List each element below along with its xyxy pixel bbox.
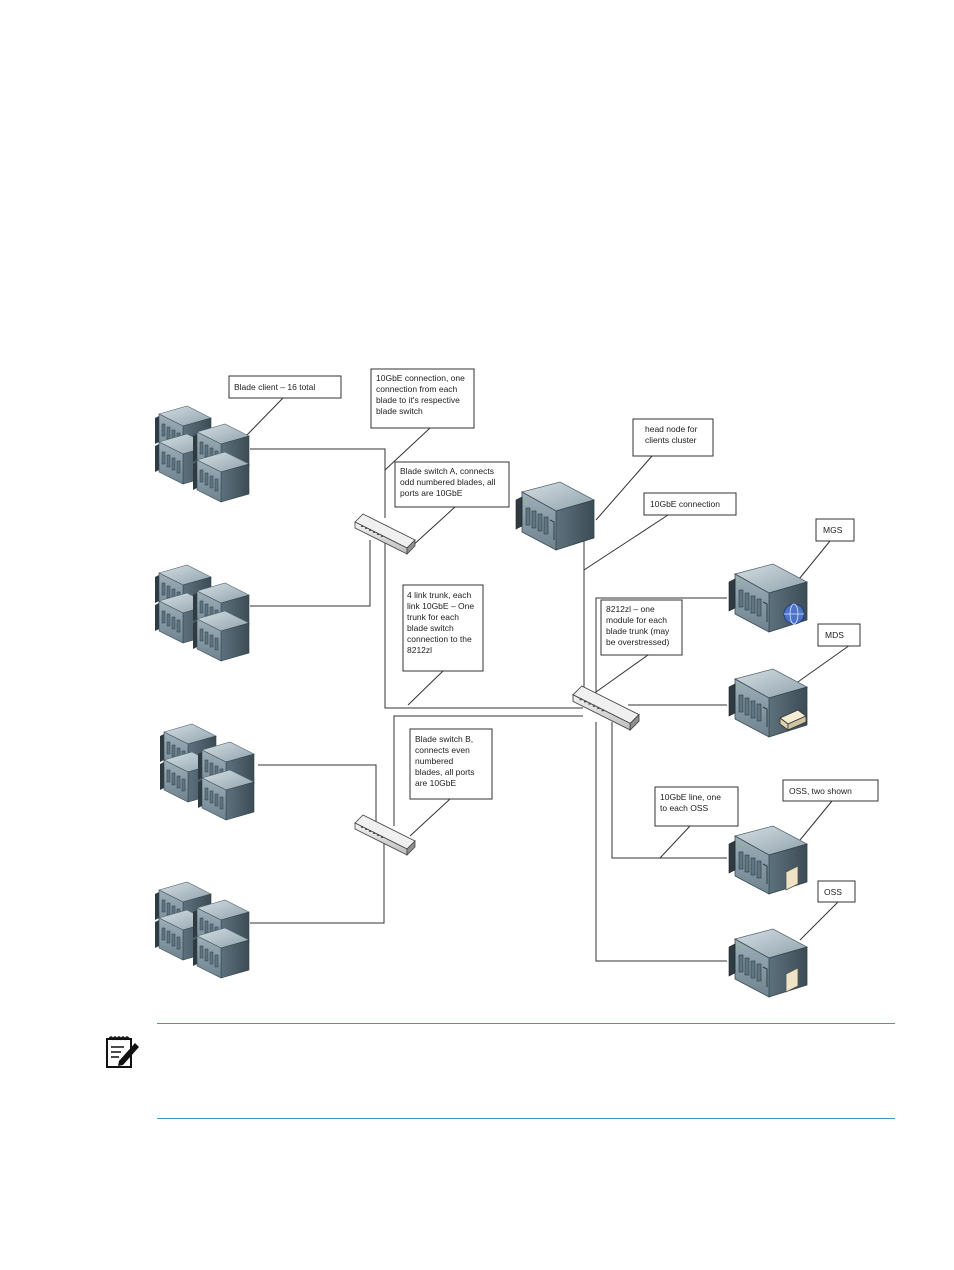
svg-text:numbered: numbered bbox=[415, 756, 454, 766]
blade-enclosure-group-2 bbox=[155, 565, 249, 661]
svg-text:connection to the: connection to the bbox=[407, 634, 472, 644]
svg-text:blades, all ports: blades, all ports bbox=[415, 767, 475, 777]
svg-text:OSS, two shown: OSS, two shown bbox=[789, 786, 852, 796]
callout-oss-two-shown: OSS, two shown bbox=[782, 779, 879, 802]
callout-oss: OSS bbox=[817, 880, 856, 903]
callout-leaders bbox=[244, 397, 851, 941]
note-bottom-rule bbox=[157, 1118, 895, 1119]
link-blade-group-1 bbox=[250, 448, 386, 518]
svg-text:8212zl – one: 8212zl – one bbox=[606, 604, 655, 614]
note-top-rule bbox=[157, 1023, 895, 1024]
svg-text:link 10GbE – One: link 10GbE – One bbox=[407, 601, 474, 611]
storage-disk-icon bbox=[785, 865, 799, 891]
callout-head-node: head node for clients cluster bbox=[632, 418, 714, 457]
svg-text:Blade switch A, connects: Blade switch A, connects bbox=[400, 466, 494, 476]
svg-text:blade switch: blade switch bbox=[407, 623, 454, 633]
svg-text:Blade switch B,: Blade switch B, bbox=[415, 734, 473, 744]
callout-blade-switch-a: Blade switch A, connects odd numbered bl… bbox=[394, 461, 510, 508]
link-blade-group-4 bbox=[250, 842, 385, 924]
link-core-to-oss-1 bbox=[611, 722, 727, 859]
blade-switch-b bbox=[354, 814, 416, 856]
svg-text:4 link trunk, each: 4 link trunk, each bbox=[407, 590, 472, 600]
trunk-switch-b-to-core bbox=[393, 715, 583, 826]
svg-text:trunk for each: trunk for each bbox=[407, 612, 459, 622]
link-core-to-oss-2 bbox=[595, 722, 727, 962]
link-core-to-mgs bbox=[595, 597, 727, 693]
svg-text:blade trunk (may: blade trunk (may bbox=[606, 626, 670, 636]
database-icon bbox=[779, 709, 807, 731]
link-blade-group-2 bbox=[250, 540, 371, 607]
svg-text:ports are 10GbE: ports are 10GbE bbox=[400, 488, 463, 498]
svg-text:be overstressed): be overstressed) bbox=[606, 637, 669, 647]
blade-enclosure-group-3 bbox=[160, 724, 254, 820]
link-blade-group-3 bbox=[258, 764, 377, 826]
svg-text:OSS: OSS bbox=[824, 887, 842, 897]
svg-text:blade switch: blade switch bbox=[376, 406, 423, 416]
svg-text:head node for: head node for bbox=[645, 424, 698, 434]
callout-mds: MDS bbox=[817, 623, 861, 647]
svg-text:connection from each: connection from each bbox=[376, 384, 458, 394]
callout-mgs: MGS bbox=[815, 518, 855, 542]
head-node-server bbox=[515, 481, 595, 551]
blade-enclosure-group-4 bbox=[155, 882, 249, 978]
svg-text:blade to it's respective: blade to it's respective bbox=[376, 395, 460, 405]
globe-icon bbox=[783, 603, 805, 625]
note-pencil-icon bbox=[106, 1036, 139, 1068]
svg-text:10GbE connection: 10GbE connection bbox=[650, 499, 720, 509]
svg-text:10GbE connection, one: 10GbE connection, one bbox=[376, 373, 465, 383]
callout-head-10gbe: 10GbE connection bbox=[643, 492, 737, 516]
svg-text:8212zl: 8212zl bbox=[407, 645, 432, 655]
callout-trunk: 4 link trunk, each link 10GbE – One trun… bbox=[402, 584, 484, 672]
storage-disk-icon bbox=[785, 967, 799, 993]
callout-oss-line: 10GbE line, one to each OSS bbox=[654, 786, 739, 827]
callout-10gbe-connection: 10GbE connection, one connection from ea… bbox=[370, 368, 475, 429]
connection-lines bbox=[250, 448, 727, 962]
callout-8212zl: 8212zl – one module for each blade trunk… bbox=[600, 599, 683, 656]
callout-blade-client: Blade client – 16 total bbox=[228, 375, 342, 399]
svg-text:are 10GbE: are 10GbE bbox=[415, 778, 456, 788]
callout-blade-switch-b: Blade switch B, connects even numbered b… bbox=[409, 728, 493, 800]
blade-enclosure-group-1 bbox=[155, 406, 249, 502]
svg-text:MGS: MGS bbox=[823, 525, 843, 535]
svg-text:connects even: connects even bbox=[415, 745, 470, 755]
svg-text:10GbE line, one: 10GbE line, one bbox=[660, 792, 721, 802]
svg-text:to each OSS: to each OSS bbox=[660, 803, 709, 813]
svg-text:module for each: module for each bbox=[606, 615, 667, 625]
trunk-switch-a-to-core bbox=[384, 540, 583, 709]
svg-text:clients cluster: clients cluster bbox=[645, 435, 697, 445]
svg-text:Blade client – 16 total: Blade client – 16 total bbox=[234, 382, 315, 392]
svg-text:odd numbered blades, all: odd numbered blades, all bbox=[400, 477, 496, 487]
svg-text:MDS: MDS bbox=[825, 630, 844, 640]
